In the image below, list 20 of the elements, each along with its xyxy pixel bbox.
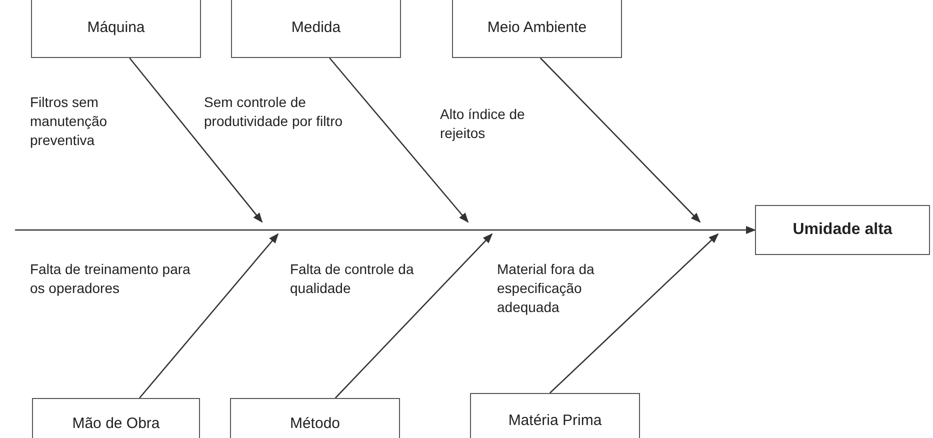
arrow — [540, 58, 701, 223]
arrow — [334, 233, 493, 398]
arrow — [139, 233, 279, 398]
arrow — [15, 226, 756, 234]
category-box: Matéria Prima — [470, 393, 640, 438]
arrow — [329, 58, 469, 223]
category-box: Mão de Obra — [32, 398, 200, 438]
cause-text: Alto índice de rejeitos — [440, 105, 526, 143]
effect-box: Umidade alta — [755, 205, 930, 255]
category-box: Medida — [231, 0, 401, 58]
cause-text: Material fora da especificação adequada — [497, 260, 596, 317]
category-box: Método — [230, 398, 400, 438]
cause-text: Falta de treinamento para os operadores — [30, 260, 192, 298]
category-box: Meio Ambiente — [452, 0, 622, 58]
cause-text: Falta de controle da qualidade — [290, 260, 415, 298]
cause-text: Sem controle de produtividade por filtro — [204, 93, 344, 131]
arrow — [129, 58, 263, 223]
arrow — [549, 233, 719, 394]
category-box: Máquina — [31, 0, 201, 58]
cause-text: Filtros sem manutenção preventiva — [30, 93, 108, 150]
